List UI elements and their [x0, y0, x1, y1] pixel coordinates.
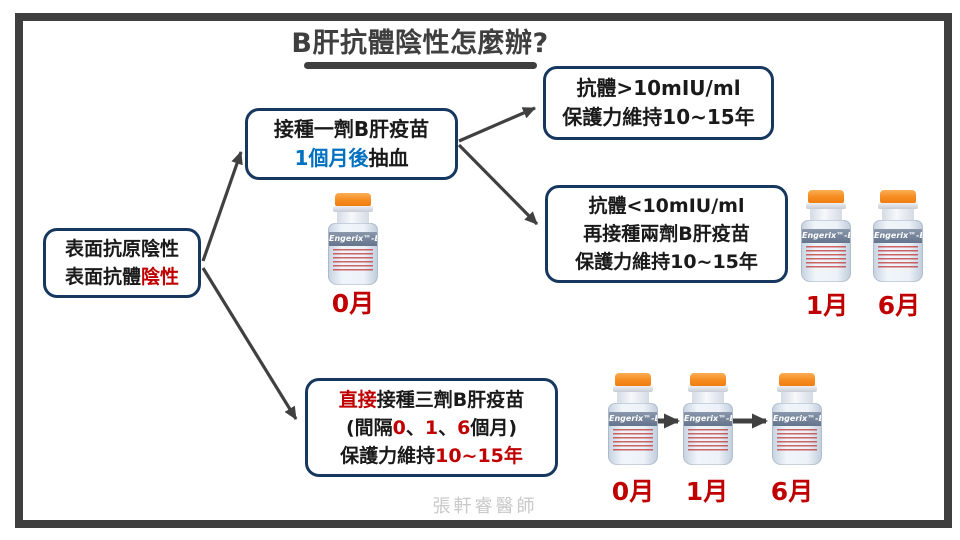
month-label-6: 6月 — [877, 291, 921, 320]
vial-body: Engerix™-B — [772, 403, 822, 465]
vial-brand-label: Engerix™-B — [609, 412, 657, 426]
box-direct-three-doses: 直接接種三劑B肝疫苗 (間隔0、1、6個月) 保護力維持10~15年 — [305, 378, 558, 477]
vaccine-vial-icon: Engerix™-B — [682, 373, 734, 465]
box-line: 1個月後抽血 — [294, 146, 409, 170]
vial-brand-label: Engerix™-B — [329, 232, 377, 246]
vial-brand-label: Engerix™-B — [874, 229, 922, 243]
vial-neck — [810, 209, 842, 221]
box-line: 直接接種三劑B肝疫苗 — [338, 388, 525, 411]
vial-body: Engerix™-B — [801, 220, 851, 282]
title-underline — [303, 62, 537, 69]
month-label-0: 0月 — [331, 289, 375, 318]
month-label-1: 1月 — [805, 291, 849, 320]
vial-cap — [880, 190, 916, 203]
vial-rim — [878, 203, 918, 209]
vaccine-vial-icon: Engerix™-B — [771, 373, 823, 465]
vial-cap — [779, 373, 815, 386]
vial-neck — [337, 212, 369, 224]
vaccine-vial-icon: Engerix™-B — [327, 193, 379, 285]
box-line: 抗體>10mIU/ml — [576, 76, 741, 100]
box-line: 表面抗原陰性 — [64, 238, 179, 260]
vial-neck — [617, 392, 649, 404]
vial-cap — [690, 373, 726, 386]
vial-rim — [806, 203, 846, 209]
vial-cap — [808, 190, 844, 203]
vial-rim — [333, 206, 373, 212]
vial-brand-label: Engerix™-B — [802, 229, 850, 243]
box-line: 再接種兩劑B肝疫苗 — [583, 223, 750, 245]
vial-body: Engerix™-B — [608, 403, 658, 465]
month-label-1: 1月 — [685, 477, 729, 506]
vial-rim — [777, 386, 817, 392]
vaccine-vial-icon: Engerix™-B — [872, 190, 924, 282]
box-line: 保護力維持10~15年 — [340, 444, 523, 467]
vaccine-vial-icon: Engerix™-B — [607, 373, 659, 465]
vial-body: Engerix™-B — [873, 220, 923, 282]
author-watermark: 張軒睿醫師 — [432, 496, 538, 517]
vial-fine-print — [333, 249, 373, 271]
border-frame — [15, 13, 952, 528]
box-one-dose-then-blood-test: 接種一劑B肝疫苗 1個月後抽血 — [245, 108, 458, 180]
vial-brand-label: Engerix™-B — [684, 412, 732, 426]
vaccine-vial-icon: Engerix™-B — [800, 190, 852, 282]
box-line: 表面抗體陰性 — [64, 266, 180, 288]
box-surface-antigen-antibody-negative: 表面抗原陰性 表面抗體陰性 — [43, 228, 201, 298]
vial-neck — [781, 392, 813, 404]
box-line: 接種一劑B肝疫苗 — [273, 117, 430, 141]
vial-fine-print — [806, 246, 846, 268]
vial-fine-print — [777, 429, 817, 451]
vial-body: Engerix™-B — [683, 403, 733, 465]
vial-neck — [882, 209, 914, 221]
title-text: B肝抗體陰性怎麼辦? — [291, 28, 549, 59]
box-line: 保護力維持10~15年 — [562, 105, 755, 129]
vial-cap — [615, 373, 651, 386]
vial-neck — [692, 392, 724, 404]
vial-rim — [613, 386, 653, 392]
vial-fine-print — [613, 429, 653, 451]
vial-brand-label: Engerix™-B — [773, 412, 821, 426]
vial-body: Engerix™-B — [328, 223, 378, 285]
box-line: 抗體<10mIU/ml — [588, 195, 745, 217]
page-title: B肝抗體陰性怎麼辦? — [250, 21, 590, 69]
box-antibody-below-10: 抗體<10mIU/ml 再接種兩劑B肝疫苗 保護力維持10~15年 — [545, 185, 788, 283]
vial-rim — [688, 386, 728, 392]
vial-fine-print — [688, 429, 728, 451]
box-antibody-above-10: 抗體>10mIU/ml 保護力維持10~15年 — [543, 66, 774, 140]
vial-fine-print — [878, 246, 918, 268]
box-line: 保護力維持10~15年 — [575, 251, 758, 273]
vial-cap — [335, 193, 371, 206]
month-label-6: 6月 — [770, 477, 814, 506]
box-line: (間隔0、1、6個月) — [345, 416, 518, 439]
month-label-0: 0月 — [611, 477, 655, 506]
